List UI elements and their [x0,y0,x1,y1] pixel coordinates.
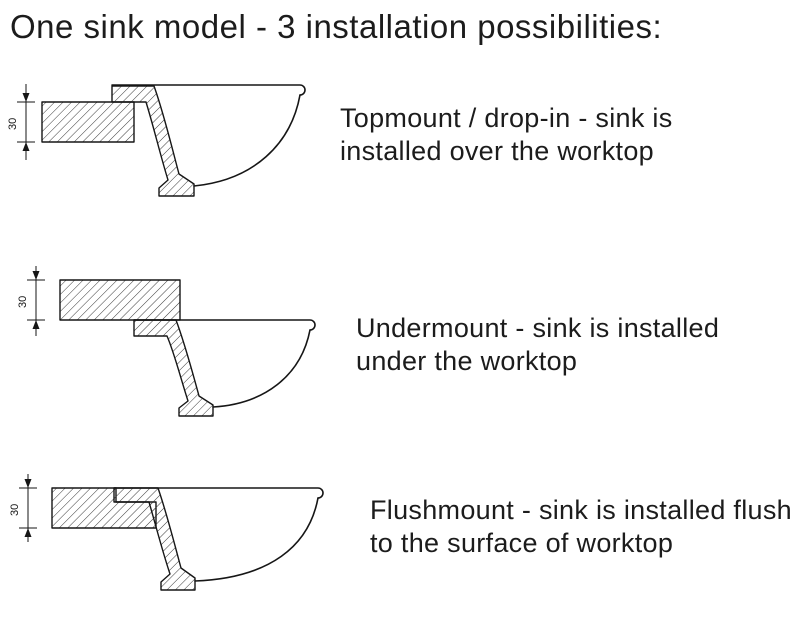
undermount-worktop [59,279,181,321]
topmount-row: 30 Topmount / drop-in - sink is installe… [8,72,800,224]
undermount-dimension: 30 [17,265,45,336]
flushmount-row: 30 Flushmount - sink is installed flush … [8,460,800,612]
flushmount-sink-section [113,487,196,591]
undermount-row: 30 Undermount - sink is installed under … [14,264,800,426]
dimension-label: 30 [9,504,21,516]
flushmount-dimension: 30 [9,473,37,542]
topmount-caption: Topmount / drop-in - sink is installed o… [340,103,673,166]
undermount-sink-outline [133,319,316,408]
topmount-cross-section-diagram: 30 [8,83,306,197]
undermount-sink-section [133,319,214,417]
dimension-label: 30 [17,296,29,308]
topmount-worktop [41,101,135,143]
dimension-label: 30 [8,118,19,130]
topmount-sink-outline [111,84,306,187]
page-title: One sink model - 3 installation possibil… [10,8,663,45]
undermount-caption: Undermount - sink is installed under the… [356,313,720,376]
flushmount-sink-outline [113,487,324,582]
topmount-sink-section [111,85,195,197]
flushmount-cross-section-diagram: 30 [9,473,324,591]
flushmount-caption: Flushmount - sink is installed flush to … [370,495,792,558]
undermount-cross-section-diagram: 30 [17,265,316,417]
topmount-dimension: 30 [8,83,35,160]
